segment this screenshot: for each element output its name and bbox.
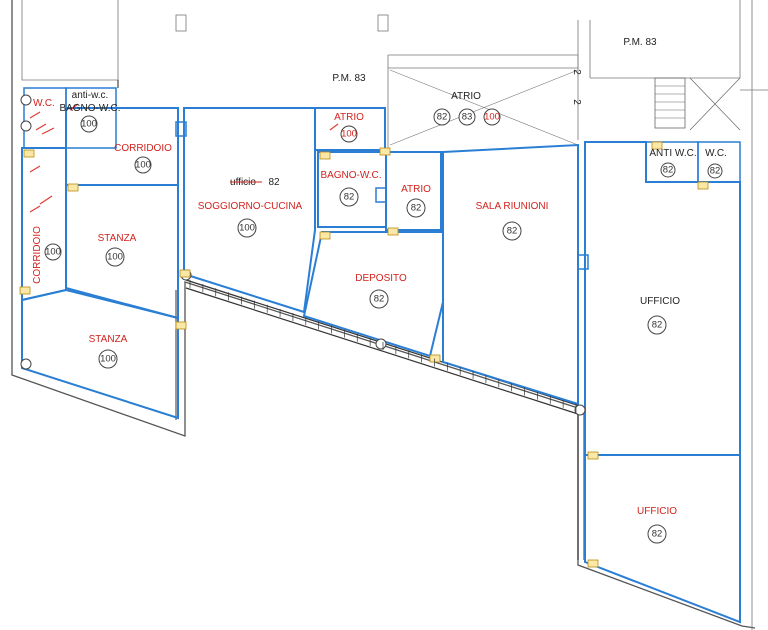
- room-label: SALA RIUNIONI: [476, 201, 549, 212]
- note-marker[interactable]: [23, 149, 35, 158]
- pm-label-center: P.M. 83: [332, 73, 366, 84]
- room-label: CORRIDOIO: [114, 143, 172, 154]
- note-marker[interactable]: [387, 227, 399, 236]
- note-marker[interactable]: [429, 354, 441, 363]
- room-atrio-small: [314, 107, 386, 151]
- room-number: 82: [437, 112, 448, 123]
- room-number: 82: [652, 320, 663, 331]
- room-number: 100: [341, 129, 357, 140]
- room-label: ATRIO: [401, 184, 431, 195]
- room-number: 100: [484, 112, 500, 123]
- room-number: 82: [652, 529, 663, 540]
- note-marker[interactable]: [19, 286, 31, 295]
- room-number: 82: [507, 226, 518, 237]
- room-label: anti-w.c.: [72, 90, 109, 101]
- room-soggiorno-cucina: [183, 107, 316, 314]
- sanitary-marks: [29, 103, 339, 213]
- room-label: ATRIO: [334, 112, 364, 123]
- note-marker[interactable]: [67, 183, 79, 192]
- room-number: 100: [135, 160, 151, 171]
- note-markers: [19, 141, 709, 568]
- room-outlines: [21, 87, 741, 624]
- room-ufficio-2: [584, 454, 741, 624]
- note-marker[interactable]: [651, 141, 663, 150]
- room-number: 83: [462, 112, 473, 123]
- room-number: 82: [374, 294, 385, 305]
- room-sala-riunioni: [442, 143, 579, 406]
- room-number: 100: [107, 252, 123, 263]
- room-stanza-2: [21, 288, 179, 420]
- room-label: DEPOSITO: [355, 273, 407, 284]
- note-marker[interactable]: [179, 269, 191, 278]
- room-number: 100: [100, 354, 116, 365]
- room-number: 100: [45, 247, 61, 258]
- note-marker[interactable]: [697, 181, 709, 190]
- room-number: 100: [239, 223, 255, 234]
- room-label: STANZA: [89, 334, 128, 345]
- room-label: BAGNO-W.C.: [320, 170, 381, 181]
- room-number: 100: [81, 119, 97, 130]
- note-marker[interactable]: [379, 147, 391, 156]
- note-marker[interactable]: [319, 231, 331, 240]
- note-marker[interactable]: [319, 151, 331, 160]
- room-number: 82: [344, 192, 355, 203]
- stair-mark: 2: [571, 99, 582, 105]
- room-number: 82: [663, 165, 674, 176]
- room-label: BAGNO-W.C.: [59, 103, 120, 114]
- stairwell: [389, 69, 741, 146]
- room-label: ANTI W.C.: [649, 148, 696, 159]
- room-label: ATRIO: [451, 91, 481, 102]
- stair-mark: 2: [571, 69, 582, 75]
- room-corridoio-left: [21, 147, 67, 302]
- room-label: SOGGIORNO-CUCINA: [198, 201, 303, 212]
- pm-label-top-right: P.M. 83: [623, 37, 657, 48]
- room-number: 82: [411, 203, 422, 214]
- room-label: W.C.: [33, 98, 55, 109]
- note-marker[interactable]: [587, 559, 599, 568]
- room-number: 82: [710, 166, 721, 177]
- room-label: UFFICIO: [640, 296, 680, 307]
- room-label: UFFICIO: [637, 506, 677, 517]
- note-marker[interactable]: [175, 321, 187, 330]
- room-label: W.C.: [705, 148, 727, 159]
- note-marker[interactable]: [587, 451, 599, 460]
- room-label: CORRIDOIO: [32, 226, 43, 284]
- room-deposito: [302, 231, 444, 358]
- room-label: STANZA: [98, 233, 137, 244]
- columns: [20, 94, 586, 416]
- labels: P.M. 83 P.M. 83 2 2 W.C. anti-w.c. BAGNO…: [32, 37, 727, 544]
- room-label-replacement: 82: [268, 177, 280, 188]
